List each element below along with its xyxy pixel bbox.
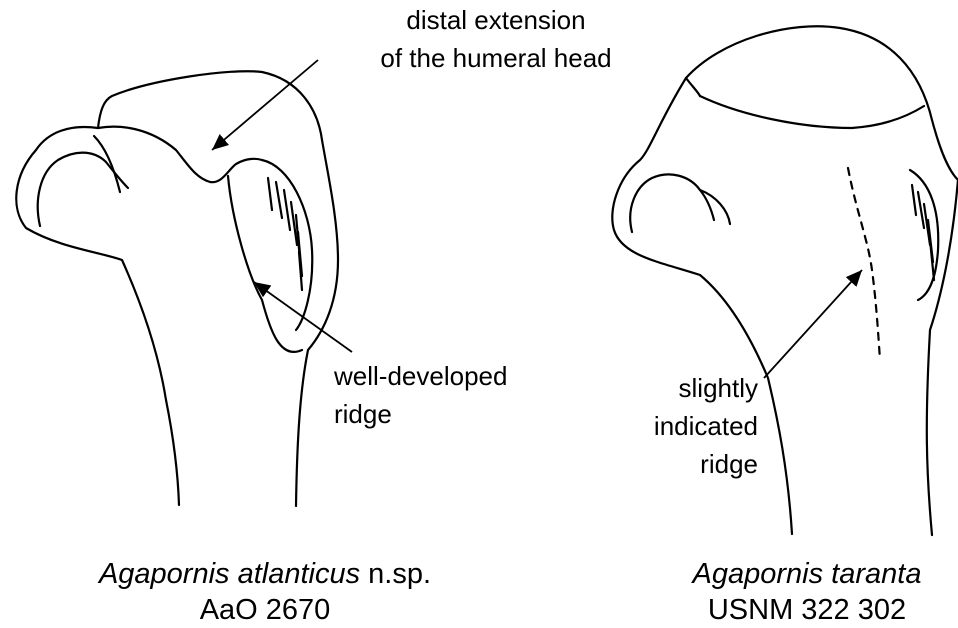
label-well-developed-ridge: well-developed ridge [334, 360, 507, 430]
arrow-slightly-indicated-ridge [764, 270, 862, 378]
label-well-developed-line1: well-developed [334, 360, 507, 392]
arrow-well-developed-ridge [254, 282, 352, 352]
caption-left-suffix: n.sp. [360, 558, 431, 590]
caption-left-species-line: Agapornis atlanticus n.sp. [60, 556, 470, 592]
caption-right: Agapornis taranta USNM 322 302 [662, 556, 952, 628]
label-distal-extension-line1: distal extension [360, 4, 632, 36]
label-slightly-indicated-ridge: slightly indicated ridge [598, 372, 758, 480]
caption-right-specimen: USNM 322 302 [662, 592, 952, 628]
label-slightly-line1: slightly [598, 372, 758, 404]
caption-left-species: Agapornis atlanticus [99, 558, 360, 590]
label-slightly-line2: indicated [598, 410, 758, 442]
caption-right-species: Agapornis taranta [662, 556, 952, 592]
label-slightly-line3: ridge [598, 448, 758, 480]
label-well-developed-line2: ridge [334, 398, 507, 430]
label-distal-extension-line2: of the humeral head [360, 42, 632, 74]
caption-left-specimen: AaO 2670 [60, 592, 470, 628]
label-distal-extension: distal extension of the humeral head [360, 4, 632, 74]
left-humerus-drawing [16, 71, 338, 506]
caption-left: Agapornis atlanticus n.sp. AaO 2670 [60, 556, 470, 628]
